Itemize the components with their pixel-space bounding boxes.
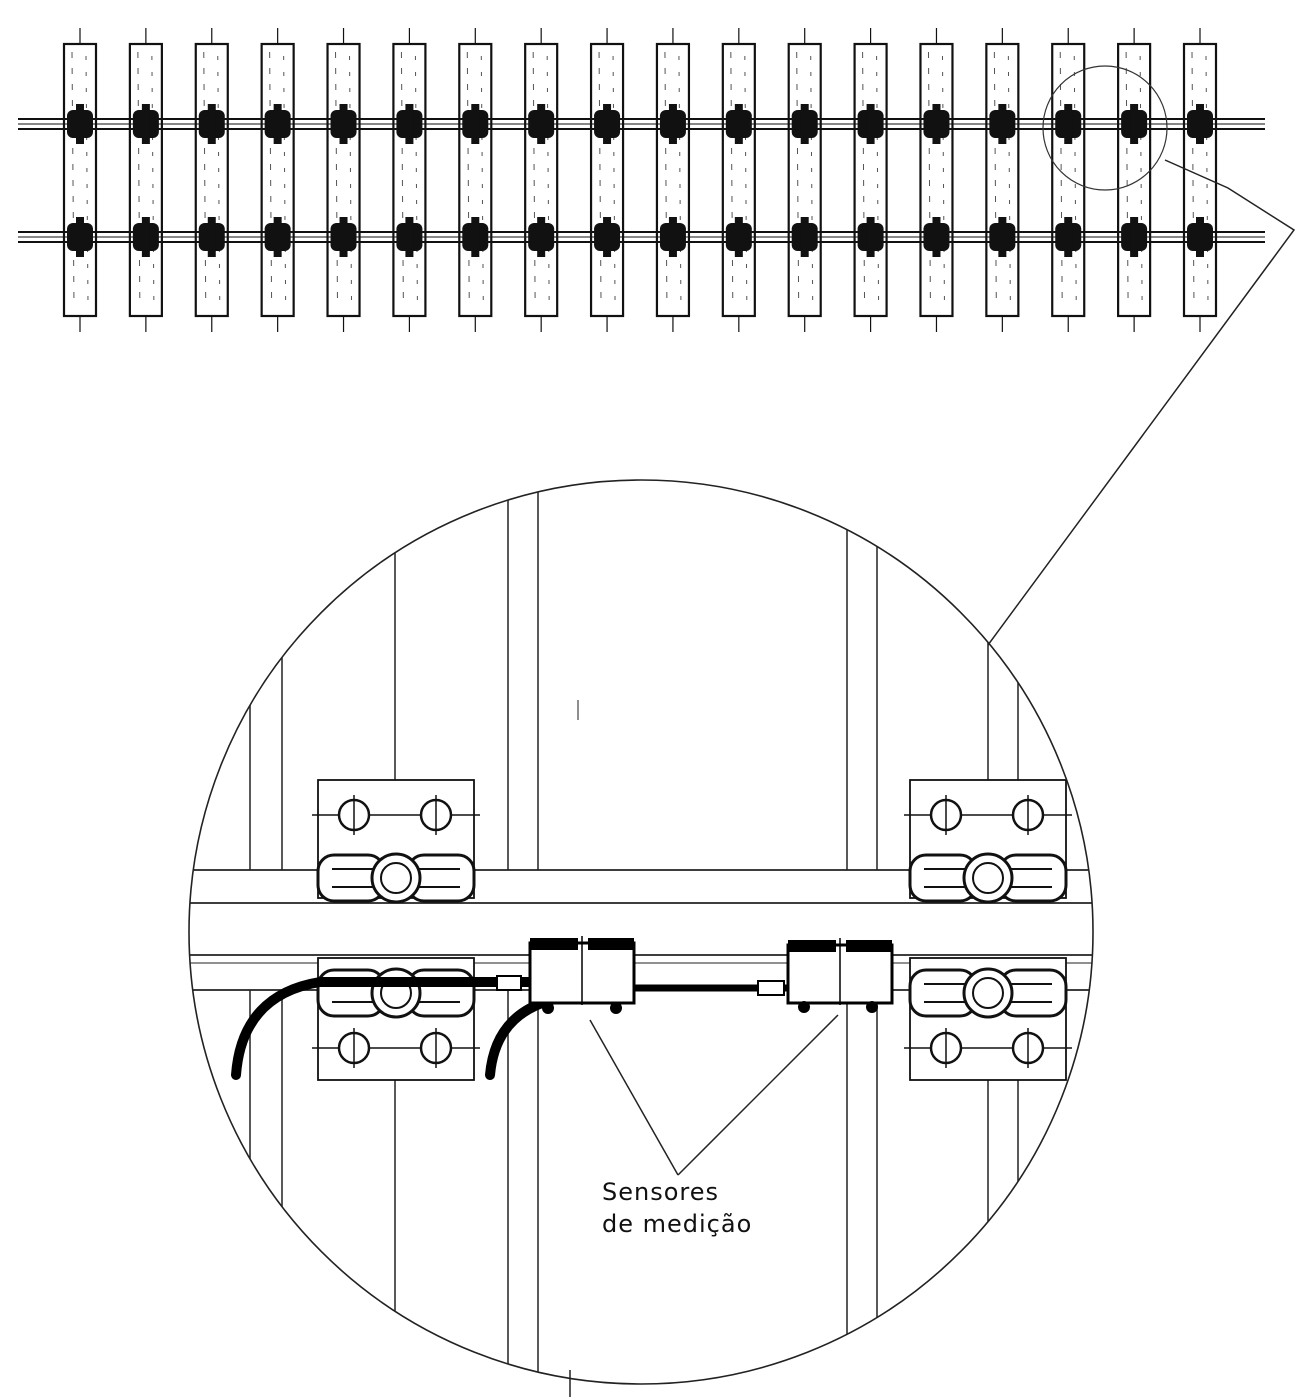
annotation-leaders [589,1014,839,1176]
tie [919,28,954,332]
rail-fastener [132,104,159,144]
tie [128,28,163,332]
tie [853,28,888,332]
tie [985,28,1020,332]
tie [326,28,361,332]
rail-fastener [528,104,555,144]
tie [524,28,559,332]
annotation-label-line2: de medição [602,1210,752,1238]
tie [589,28,625,332]
rail-fastener [67,104,93,144]
rail-fastener [659,104,686,144]
rail-clip-assembly [312,779,480,904]
rail-fastener [923,217,950,257]
sensor-left [528,936,636,1014]
rail-fastener [791,104,818,144]
rail-fastener [462,217,489,257]
rail-fastener [67,217,93,257]
rail-fastener [396,104,423,144]
rail-fastener [923,104,950,144]
rail-fastener [594,217,621,257]
rail-fastener [594,104,621,144]
rail-fastener [659,217,686,257]
rail-fastener [1121,217,1148,257]
tie [392,28,427,332]
detail-view: Sensores de medição [188,479,1094,1397]
rail-fastener [462,104,489,144]
rail-clip-assembly [904,957,1072,1081]
rail-fastener [264,104,291,144]
detail-leader-line [987,159,1296,646]
rail-fastener [1187,104,1213,144]
tie [194,28,229,332]
sensor-right [786,938,894,1013]
detail-callout-circle [1042,65,1168,191]
rail-fastener [1187,217,1213,257]
rail-fastener [857,104,884,144]
cable-left [231,977,565,1080]
rail-fastener [198,104,225,144]
tie [458,28,493,332]
annotation-label-line1: Sensores [602,1178,719,1206]
rail-fastener [396,217,423,257]
tie [1051,28,1086,332]
rail-clip-assembly [904,779,1072,904]
rail-fastener [989,104,1016,144]
rail-fastener [1055,104,1082,144]
rail-fastener [857,217,884,257]
rail-fastener [330,217,357,257]
cable-connectors [496,975,785,996]
rail-fastener [1121,104,1148,144]
rail-clip-assembly [312,957,480,1081]
tie-group [62,28,1218,332]
tie [721,28,756,332]
rail-fastener [264,217,291,257]
fastener-group [67,104,1213,257]
cable-right [485,990,630,1080]
rail-fastener [330,104,357,144]
rail-fastener [791,217,818,257]
tie [62,28,98,332]
tie [655,28,691,332]
rail-fastener [528,217,555,257]
connector-right [757,980,785,996]
tie [1117,28,1152,332]
tie [787,28,822,332]
tie [260,28,295,332]
rail-fastener [1055,217,1082,257]
rail-fastener [725,104,752,144]
detail-circle [188,479,1094,1385]
rail-fastener [132,217,159,257]
track-overview [18,28,1265,332]
rail-fastener [198,217,225,257]
connector-left [496,975,522,991]
rail-fastener [989,217,1016,257]
rail-fastener [725,217,752,257]
